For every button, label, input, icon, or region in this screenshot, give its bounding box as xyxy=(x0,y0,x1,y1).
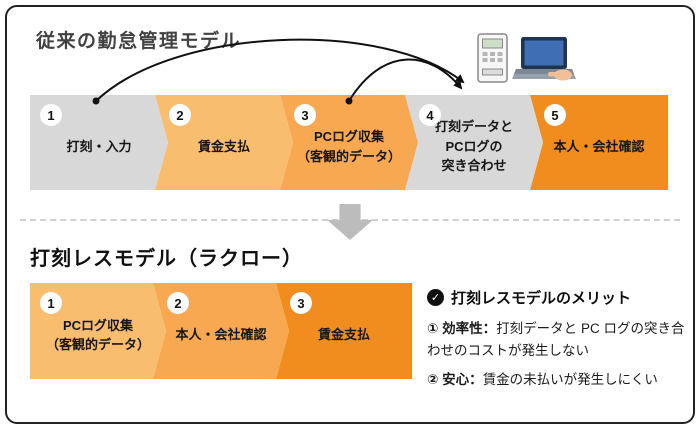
step-traditional-2: 2 賃金支払 xyxy=(155,95,293,190)
step-number: 1 xyxy=(40,292,62,314)
step-number: 1 xyxy=(40,104,62,126)
step-rakuro-3: 3 賃金支払 xyxy=(276,283,412,379)
time-recorder-icon xyxy=(477,33,508,83)
step-label: 賃金支払 xyxy=(197,138,250,154)
step-label: 打刻・入力 xyxy=(66,138,132,154)
merit-item-label: ① 効率性： xyxy=(427,321,497,336)
merit-item-efficiency: ① 効率性：打刻データと PC ログの突き合わせのコストが発生しない xyxy=(427,318,689,363)
step-label: 本人・会社確認 xyxy=(553,138,645,154)
step-traditional-1: 1 打刻・入力 xyxy=(30,95,168,190)
traditional-flow: 1 打刻・入力 2 賃金支払 3 PCログ収集 （客観的データ） 4 打刻データ… xyxy=(0,95,700,190)
step-label: 本人・会社確認 xyxy=(175,327,267,343)
step-label: PCログ収集 （客観的データ） xyxy=(296,129,401,164)
check-icon: ✓ xyxy=(427,289,444,306)
step-number: 4 xyxy=(419,104,441,126)
step-number: 2 xyxy=(167,292,189,314)
merit-item-text: 打刻データと PC ログの突き合わせのコストが発生しない xyxy=(427,321,685,359)
merit-item-label: ② 安心： xyxy=(427,371,483,387)
step-rakuro-2: 2 本人・会社確認 xyxy=(153,283,289,379)
merits-header: ✓ 打刻レスモデルのメリット xyxy=(427,287,689,308)
rakuro-model-title: 打刻レスモデル（ラクロー） xyxy=(30,248,303,270)
merits-title: 打刻レスモデルのメリット xyxy=(451,290,632,307)
merit-item-safety: ② 安心：賃金の未払いが発生しにくい xyxy=(427,369,689,391)
step-number: 3 xyxy=(294,104,316,126)
step-traditional-3: 3 PCログ収集 （客観的データ） xyxy=(280,95,418,190)
step-label: 賃金支払 xyxy=(317,327,370,343)
hand-icon xyxy=(548,69,572,81)
down-arrow-icon xyxy=(327,204,373,240)
devices-illustration xyxy=(477,33,576,83)
step-number: 2 xyxy=(169,104,191,126)
traditional-model-title: 従来の勤怠管理モデル xyxy=(36,31,242,52)
step-label: 打刻データと PCログの 突き合わせ xyxy=(434,119,513,174)
step-traditional-4: 4 打刻データと PCログの 突き合わせ xyxy=(405,95,543,190)
step-label: PCログ収集 （客観的データ） xyxy=(45,317,150,352)
merit-item-text: 賃金の未払いが発生しにくい xyxy=(482,371,658,387)
step-rakuro-1: 1 PCログ収集 （客観的データ） xyxy=(30,283,166,379)
step-number: 3 xyxy=(290,292,312,314)
rakuro-flow: 1 PCログ収集 （客観的データ） 2 本人・会社確認 3 賃金支払 xyxy=(0,283,700,379)
merits-panel: ✓ 打刻レスモデルのメリット ① 効率性：打刻データと PC ログの突き合わせの… xyxy=(427,287,689,397)
step-number: 5 xyxy=(544,104,566,126)
step-traditional-5: 5 本人・会社確認 xyxy=(530,95,668,190)
